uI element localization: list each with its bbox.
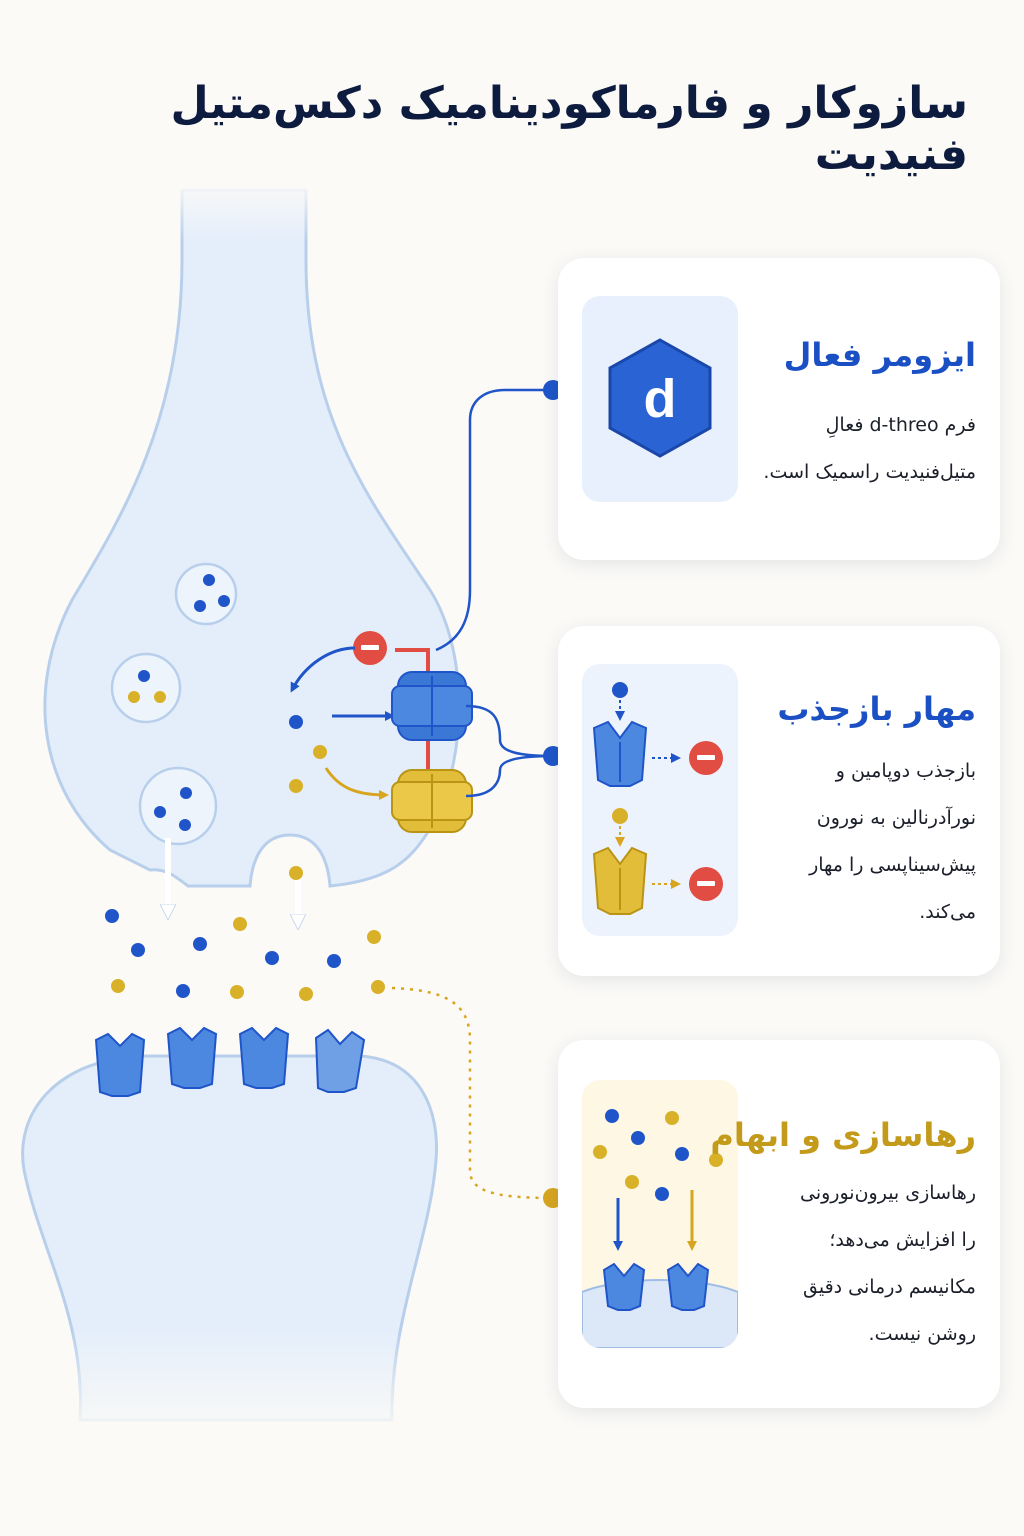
page-title: سازوکار و فارماکودینامیک دکس‌متیل فنیدیت <box>170 78 968 180</box>
vesicle <box>110 652 182 724</box>
card-text-line: بازجذب دوپامین و <box>835 760 976 782</box>
card-heading: مهار بازجذب <box>777 690 976 728</box>
card-text-line: پیش‌سیناپسی را مهار <box>809 854 976 876</box>
minus-circle-icon <box>689 867 723 901</box>
norepinephrine-molecule <box>313 745 327 759</box>
card-heading: رهاسازی و ابهام <box>710 1116 976 1154</box>
inhibition-bar <box>395 648 430 770</box>
release-panel <box>582 1080 738 1348</box>
receptor-icon <box>238 1026 290 1089</box>
card-text-line: متیل‌فنیدیت راسمیک است. <box>763 461 976 483</box>
receptor-icon <box>314 1028 366 1093</box>
isomer-panel: d <box>582 296 738 502</box>
dopamine-molecule <box>289 715 303 729</box>
vesicle <box>138 766 218 846</box>
card-text-line: رهاسازی بیرون‌نورونی <box>800 1182 976 1204</box>
norepinephrine-transporter-icon <box>592 846 648 915</box>
card-description: رهاسازی بیرون‌نورونی را افزایش می‌دهد؛ م… <box>800 1170 976 1358</box>
connector-line <box>391 986 554 1200</box>
connector-line <box>435 388 553 652</box>
card-description: فرم d-threo فعالِ متیل‌فنیدیت راسمیک است… <box>763 402 976 496</box>
card-text-line: فرم d-threo فعالِ <box>825 414 976 436</box>
receptor-icon <box>666 1262 710 1311</box>
isomer-badge: d <box>644 369 677 429</box>
inhibit-icon <box>353 631 387 665</box>
card-text-line: مکانیسم درمانی دقیق <box>802 1276 976 1298</box>
card-text-line: را افزایش می‌دهد؛ <box>829 1229 976 1251</box>
norepinephrine-transporter-icon <box>391 769 473 833</box>
postsynaptic-neuron <box>0 1054 470 1440</box>
card-text-line: روشن نیست. <box>868 1323 976 1345</box>
info-card-active-isomer: d ایزومر فعال فرم d-threo فعالِ متیل‌فنی… <box>558 258 1000 560</box>
receptor-icon <box>94 1032 146 1097</box>
synaptic-cleft-molecules <box>105 866 385 1001</box>
norepinephrine-molecule <box>289 779 303 793</box>
dopamine-transporter-icon <box>391 671 473 741</box>
card-heading: ایزومر فعال <box>783 336 976 374</box>
hexagon-d-icon: d <box>608 338 712 458</box>
receptor-icon <box>166 1026 218 1089</box>
receptor-icon <box>602 1262 646 1311</box>
dopamine-transporter-icon <box>592 720 648 787</box>
info-card-reuptake-inhibition: مهار بازجذب بازجذب دوپامین و نورآدرنالین… <box>558 626 1000 976</box>
reuptake-panel <box>582 664 738 936</box>
norepinephrine-flow-arrow <box>324 767 389 800</box>
presynaptic-neuron <box>43 180 461 888</box>
minus-circle-icon <box>689 741 723 775</box>
card-text-line: می‌کند. <box>919 901 976 923</box>
vesicle <box>174 562 238 626</box>
reuptake-arrow <box>290 646 356 693</box>
connector-line <box>465 704 554 798</box>
info-card-release-ambiguity: رهاسازی و ابهام رهاسازی بیرون‌نورونی را … <box>558 1040 1000 1408</box>
card-text-line: نورآدرنالین به نورون <box>816 807 976 829</box>
card-description: بازجذب دوپامین و نورآدرنالین به نورون پی… <box>809 748 976 936</box>
